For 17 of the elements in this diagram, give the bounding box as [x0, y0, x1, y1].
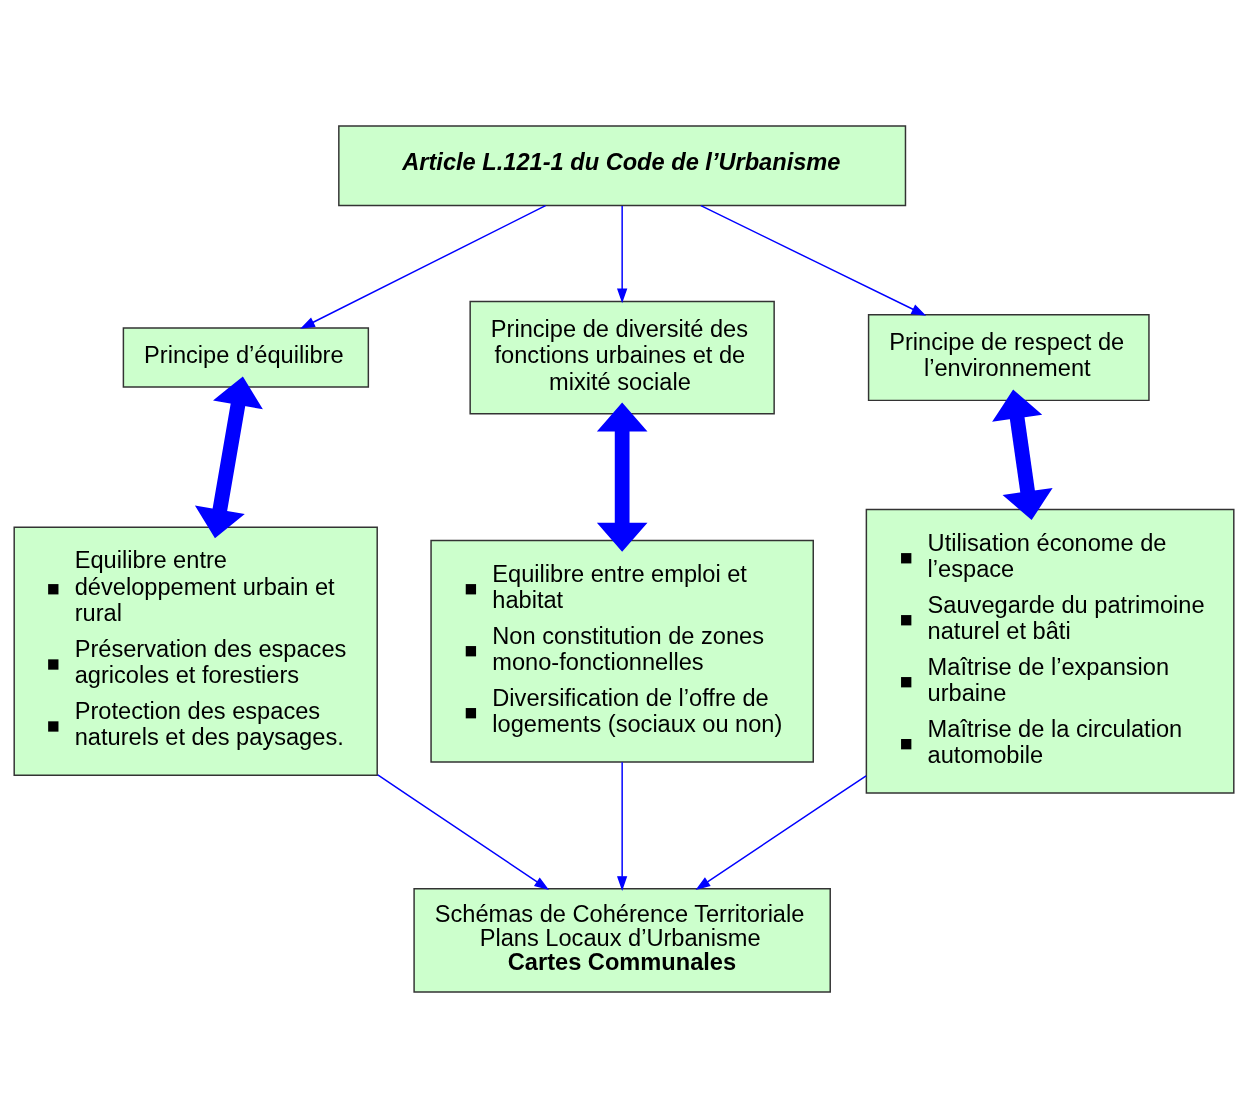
arrow	[700, 204, 927, 316]
arrow	[300, 204, 547, 329]
node-box: Schémas de Cohérence Territoriale Plans Locaux d’Urbanisme Cartes Communales	[413, 887, 831, 993]
arrow	[377, 773, 550, 890]
node-box: Principe de diversité des fonctions urbaines et de mixité sociale	[469, 300, 775, 414]
node-box: Principe d’équilibre	[122, 326, 370, 388]
arrow	[992, 389, 1053, 520]
node-box: Utilisation économe de l’espace Sauvegarde du patrimoine naturel et bâti Maîtrise de l’expansion urbaine Maîtrise de la circulation automobile	[865, 508, 1235, 794]
node-box: Principe de respect de l’environnement	[867, 313, 1150, 401]
node-box: Equilibre entre développement urbain et rural Préservation des espaces agricoles et forestiers Protection des espaces naturels et des paysages.	[13, 526, 378, 776]
arrow	[596, 402, 648, 552]
node-box: Article L.121-1 du Code de l’Urbanisme	[338, 124, 907, 206]
arrow	[194, 375, 263, 538]
arrow	[695, 774, 867, 890]
arrow	[616, 204, 628, 303]
node-box: Equilibre entre emploi et habitat Non constitution de zones mono-fonctionnelles Diversification de l’offre de logements (sociaux ou non)	[430, 539, 814, 763]
arrow	[616, 760, 628, 891]
